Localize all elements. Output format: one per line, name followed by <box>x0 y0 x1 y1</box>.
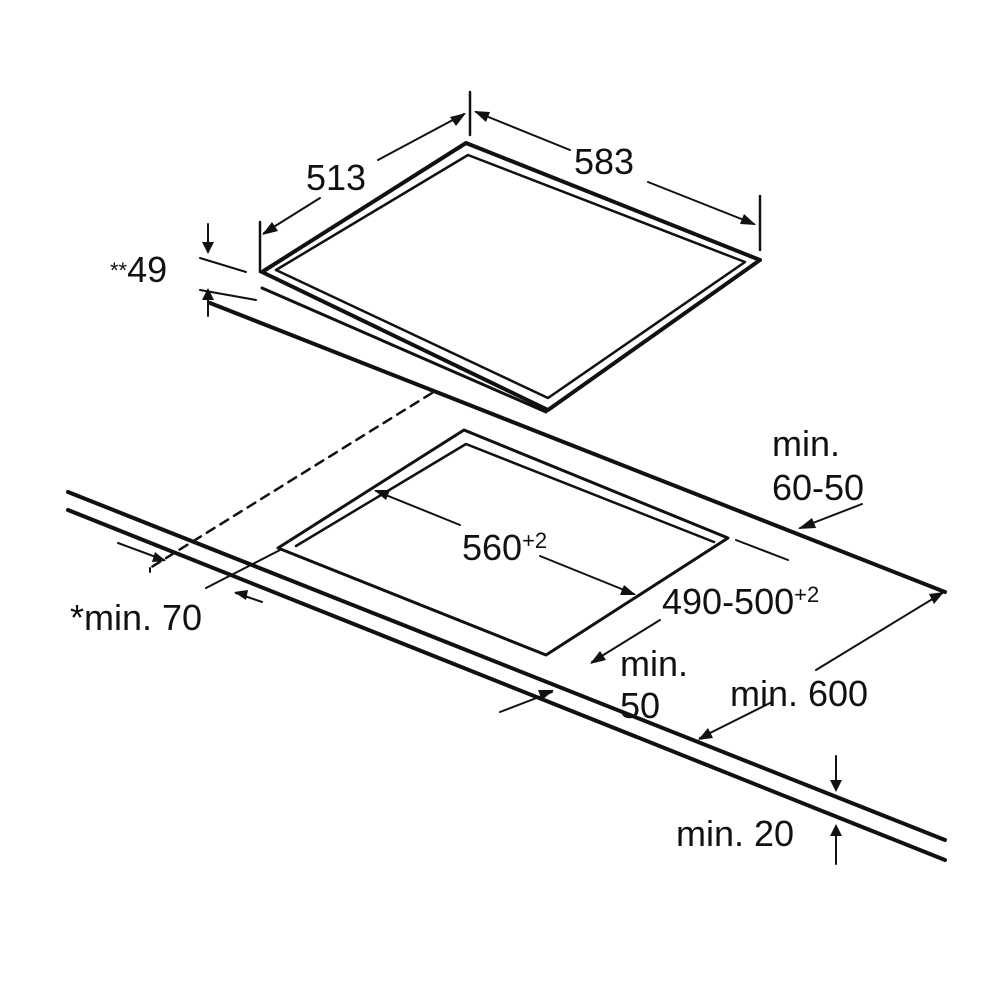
depth-dim-line-b <box>377 113 465 161</box>
min-20-arrowhead-bottom <box>830 824 842 836</box>
dimension-height: **49 <box>110 223 257 317</box>
min-front-label-line1: min. <box>620 643 688 684</box>
width-arrowhead-left <box>474 111 490 122</box>
depth-label: 513 <box>306 157 366 198</box>
min-thickness-label: min. 20 <box>676 813 794 854</box>
cutout-width-dim-line-a <box>375 490 461 526</box>
cutout-depth-dim-line <box>591 619 661 663</box>
cutout-width-arrowhead-left <box>374 490 390 500</box>
min-600-arrowhead-bottom <box>698 728 713 740</box>
height-arrowhead-top <box>202 242 214 254</box>
height-extension-top <box>199 257 247 273</box>
cutout-depth-extension <box>735 539 789 561</box>
height-label-value: 49 <box>127 249 167 290</box>
cutout-width-dim-line-b <box>539 555 635 595</box>
width-dim-line-a <box>475 111 571 151</box>
min-600-dim-line-a <box>815 591 945 671</box>
cutout-depth-label: 490-500+2 <box>662 581 819 622</box>
min-front-arrowhead <box>538 690 554 700</box>
depth-arrowhead-left <box>262 222 278 235</box>
dimension-width: 583 <box>468 90 762 252</box>
dimension-min-counter-depth: min. 600 <box>698 591 945 740</box>
min-front-label-line2: 50 <box>620 685 660 726</box>
cutout-width-value: 560 <box>462 527 522 568</box>
min-rear-arrowhead <box>798 518 816 529</box>
min-600-dim-line-b <box>699 701 773 739</box>
min-side-label: *min. 70 <box>70 597 202 638</box>
dimension-cutout-depth: 490-500+2 <box>590 539 819 664</box>
height-label: **49 <box>110 249 167 290</box>
width-label: 583 <box>574 141 634 182</box>
countertop-front-top-edge <box>66 490 947 842</box>
cutout-width-arrowhead-right <box>620 585 636 595</box>
dimension-min-thickness: min. 20 <box>676 755 842 865</box>
min-rear-label-line2: 60-50 <box>772 467 864 508</box>
height-arrowhead-bottom <box>202 288 214 300</box>
cutout-width-tolerance: +2 <box>522 528 547 553</box>
cutout-outer <box>276 428 730 657</box>
dimension-cutout-width: 560+2 <box>374 490 636 595</box>
width-arrowhead-right <box>740 214 756 225</box>
countertop-rear-edge <box>208 301 947 594</box>
cutout-inner-edge <box>294 442 716 548</box>
cutout <box>276 428 730 657</box>
hob-glass-edge <box>274 153 747 400</box>
cutout-width-label: 560+2 <box>462 527 547 568</box>
cutout-depth-tolerance: +2 <box>794 582 819 607</box>
width-dim-line-b <box>647 181 755 225</box>
dimension-min-rear: min. 60-50 <box>772 423 864 529</box>
min-20-arrowhead-top <box>830 780 842 792</box>
depth-arrowhead-right <box>450 113 466 126</box>
dimension-min-side: *min. 70 <box>70 542 281 638</box>
hob-front-edge <box>260 286 548 414</box>
hob-outline <box>260 141 762 412</box>
cutout-depth-arrowhead <box>590 651 606 664</box>
dimension-depth: 513 <box>258 113 466 274</box>
cutout-depth-value: 490-500 <box>662 581 794 622</box>
dimension-min-front: min. 50 <box>499 643 688 726</box>
min-side-arrowhead-left <box>152 552 166 562</box>
height-label-prefix: ** <box>110 258 128 283</box>
countertop-front-bottom-edge <box>66 508 947 862</box>
countertop-side-hidden-line <box>148 391 434 570</box>
min-600-arrowhead-top <box>929 592 944 604</box>
min-rear-label-line1: min. <box>772 423 840 464</box>
min-counter-depth-label: min. 600 <box>730 673 868 714</box>
countertop <box>66 301 947 862</box>
hob <box>260 141 762 414</box>
min-side-extension <box>205 549 281 589</box>
min-side-arrowhead-right <box>234 590 248 600</box>
